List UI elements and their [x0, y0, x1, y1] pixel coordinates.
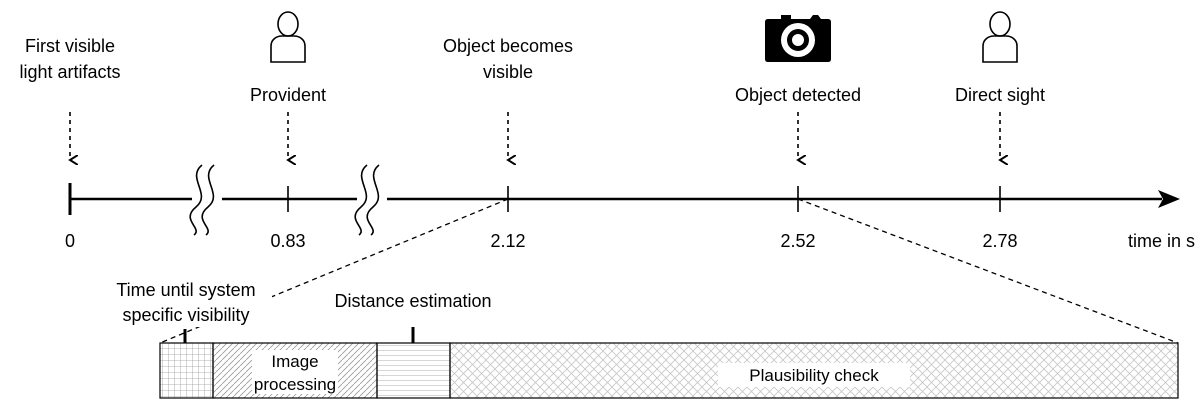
person-icon [982, 11, 1018, 63]
annotation-system-visibility-line2: specific visibility [122, 305, 249, 325]
tick-label: 2.12 [490, 231, 525, 251]
process-bar [159, 342, 1179, 399]
tick-label: 0 [65, 231, 75, 251]
annotation-distance-estimation: Distance estimation [334, 291, 491, 311]
event-provident-label: Provident [250, 85, 326, 105]
event-object-visible-label-line2: visible [483, 62, 533, 82]
segment-system-visibility [159, 342, 214, 399]
axis-label: time in s [1128, 231, 1195, 251]
event-direct-sight-label: Direct sight [955, 85, 1045, 105]
event-first-visible-label-line2: light artifacts [19, 62, 120, 82]
segment-label-backdrop [252, 350, 338, 394]
event-object-detected-label: Object detected [735, 85, 861, 105]
tick-label: 2.52 [780, 231, 815, 251]
annotation-system-visibility-line1: Time until system [116, 280, 255, 300]
segment-label-backdrop [718, 363, 910, 387]
tick-label: 2.78 [982, 231, 1017, 251]
segment-image-processing-label-line1: Image [271, 352, 318, 371]
annotation-backdrop [100, 275, 272, 327]
segment-image-processing-label-line2: processing [254, 375, 336, 394]
segment-distance-estimation [376, 342, 451, 399]
person-icon [270, 11, 306, 63]
camera-icon [765, 15, 831, 62]
event-first-visible-label-line1: First visible [25, 36, 115, 56]
segment-plausibility-check-label: Plausibility check [749, 366, 879, 385]
event-object-visible-label-line1: Object becomes [443, 36, 573, 56]
time-axis [70, 190, 1180, 208]
axis-break-1 [189, 164, 215, 236]
tick-label: 0.83 [270, 231, 305, 251]
zoom-line-right [797, 198, 1179, 344]
axis-break-2 [354, 164, 380, 236]
